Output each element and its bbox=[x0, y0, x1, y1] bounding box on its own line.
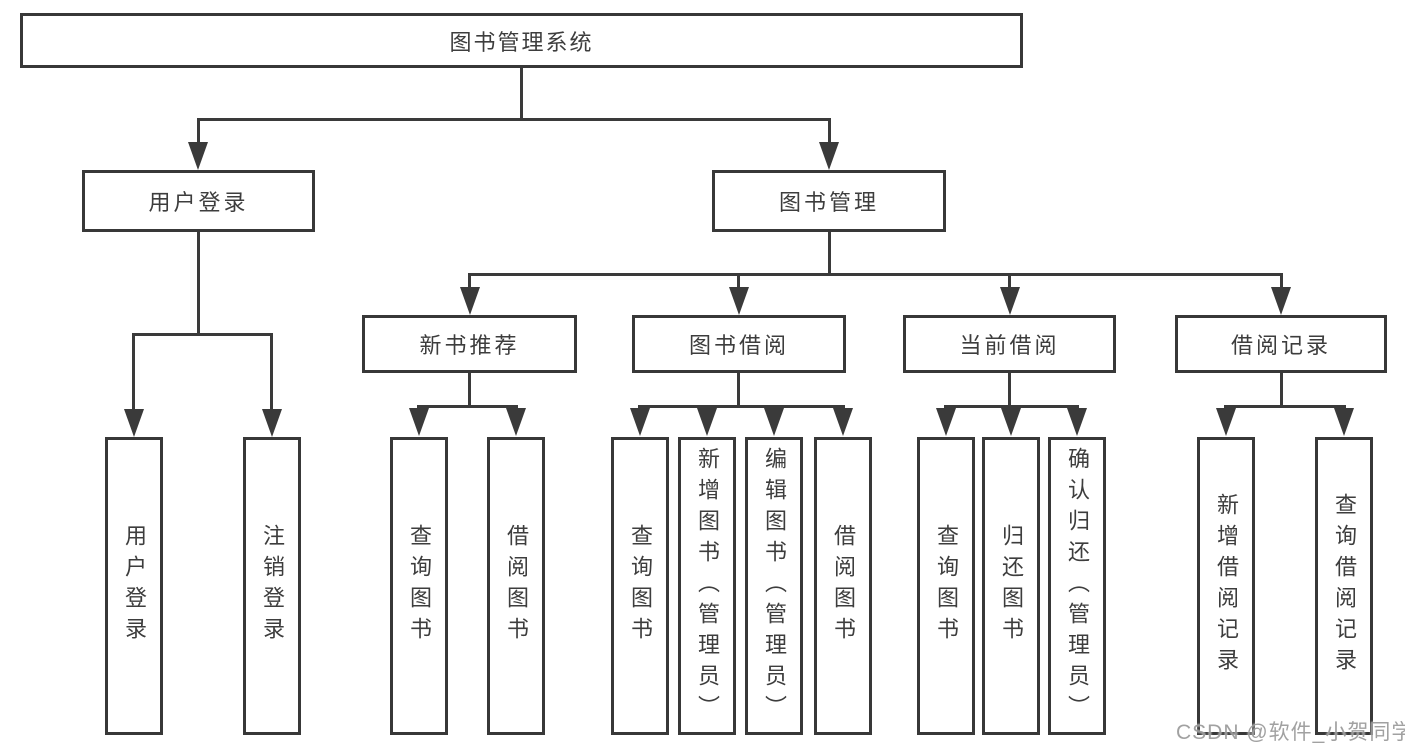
arrow-down-icon bbox=[409, 408, 429, 436]
connector-line bbox=[737, 273, 740, 291]
arrow-down-icon bbox=[1334, 408, 1354, 436]
connector-line bbox=[132, 333, 273, 336]
arrow-down-icon bbox=[729, 287, 749, 315]
node-current-borrow-label: 当前借阅 bbox=[959, 333, 1060, 358]
connector-line bbox=[828, 118, 831, 148]
node-book-management: 图书管理 bbox=[712, 170, 946, 232]
leaf-logout: 注销登录 bbox=[243, 437, 301, 735]
leaf-edit-books-admin: 编辑图书（管理员） bbox=[745, 437, 803, 735]
connector-line bbox=[944, 405, 1079, 408]
arrow-down-icon bbox=[262, 409, 282, 437]
leaf-query-borrow-record: 查询借阅记录 bbox=[1315, 437, 1373, 735]
leaf-add-borrow-record-label: 新增借阅记录 bbox=[1214, 493, 1239, 679]
arrow-down-icon bbox=[764, 408, 784, 436]
connector-line bbox=[1280, 273, 1283, 291]
arrow-down-icon bbox=[1216, 408, 1236, 436]
leaf-logout-label: 注销登录 bbox=[260, 524, 285, 648]
leaf-recommend-borrow-books-label: 借阅图书 bbox=[504, 524, 529, 648]
leaf-recommend-query-books: 查询图书 bbox=[390, 437, 448, 735]
node-book-borrow: 图书借阅 bbox=[632, 315, 846, 373]
arrow-down-icon bbox=[1271, 287, 1291, 315]
connector-line bbox=[132, 333, 135, 413]
node-new-book-recommend-label: 新书推荐 bbox=[419, 333, 520, 358]
leaf-return-books-label: 归还图书 bbox=[999, 524, 1024, 648]
arrow-down-icon bbox=[1001, 408, 1021, 436]
node-user-login-label: 用户登录 bbox=[148, 190, 249, 215]
arrow-down-icon bbox=[124, 409, 144, 437]
leaf-confirm-return-admin-label: 确认归还（管理员） bbox=[1065, 446, 1090, 726]
arrow-down-icon bbox=[460, 287, 480, 315]
node-book-management-label: 图书管理 bbox=[778, 190, 879, 215]
connector-line bbox=[468, 273, 1283, 276]
leaf-add-books-admin: 新增图书（管理员） bbox=[678, 437, 736, 735]
connector-line bbox=[1224, 405, 1346, 408]
leaf-recommend-borrow-books: 借阅图书 bbox=[487, 437, 545, 735]
arrow-down-icon bbox=[1000, 287, 1020, 315]
connector-line bbox=[1008, 273, 1011, 291]
arrow-down-icon bbox=[188, 142, 208, 170]
arrow-down-icon bbox=[697, 408, 717, 436]
leaf-borrow-books-label: 借阅图书 bbox=[831, 524, 856, 648]
connector-line bbox=[468, 273, 471, 291]
arrow-down-icon bbox=[506, 408, 526, 436]
leaf-add-borrow-record: 新增借阅记录 bbox=[1197, 437, 1255, 735]
node-root-label: 图书管理系统 bbox=[449, 29, 594, 55]
leaf-recommend-query-books-label: 查询图书 bbox=[407, 524, 432, 648]
connector-line bbox=[417, 405, 518, 408]
node-new-book-recommend: 新书推荐 bbox=[362, 315, 577, 373]
leaf-user-login-label: 用户登录 bbox=[122, 524, 147, 648]
watermark: CSDN @软件_小贺同学 bbox=[1176, 721, 1405, 744]
connector-line bbox=[1280, 373, 1283, 408]
connector-line bbox=[520, 68, 523, 121]
leaf-borrow-query-books-label: 查询图书 bbox=[628, 524, 653, 648]
connector-line bbox=[197, 232, 200, 336]
connector-line bbox=[468, 373, 471, 408]
leaf-edit-books-admin-label: 编辑图书（管理员） bbox=[762, 446, 787, 726]
leaf-user-login: 用户登录 bbox=[105, 437, 163, 735]
connector-line bbox=[1008, 373, 1011, 408]
arrow-down-icon bbox=[936, 408, 956, 436]
leaf-borrow-books: 借阅图书 bbox=[814, 437, 872, 735]
leaf-return-books: 归还图书 bbox=[982, 437, 1040, 735]
leaf-current-query-books-label: 查询图书 bbox=[934, 524, 959, 648]
connector-line bbox=[828, 232, 831, 276]
node-book-borrow-label: 图书借阅 bbox=[688, 333, 789, 358]
node-current-borrow: 当前借阅 bbox=[903, 315, 1116, 373]
leaf-add-books-admin-label: 新增图书（管理员） bbox=[695, 446, 720, 726]
connector-line bbox=[197, 118, 831, 121]
connector-line bbox=[638, 405, 845, 408]
connector-line bbox=[737, 373, 740, 408]
node-user-login: 用户登录 bbox=[82, 170, 315, 232]
connector-line bbox=[197, 118, 200, 148]
connector-line bbox=[270, 333, 273, 413]
arrow-down-icon bbox=[833, 408, 853, 436]
arrow-down-icon bbox=[1067, 408, 1087, 436]
leaf-borrow-query-books: 查询图书 bbox=[611, 437, 669, 735]
node-borrow-records-label: 借阅记录 bbox=[1230, 333, 1331, 358]
arrow-down-icon bbox=[630, 408, 650, 436]
arrow-down-icon bbox=[819, 142, 839, 170]
node-root: 图书管理系统 bbox=[20, 13, 1023, 68]
node-borrow-records: 借阅记录 bbox=[1175, 315, 1387, 373]
leaf-query-borrow-record-label: 查询借阅记录 bbox=[1332, 493, 1357, 679]
leaf-current-query-books: 查询图书 bbox=[917, 437, 975, 735]
leaf-confirm-return-admin: 确认归还（管理员） bbox=[1048, 437, 1106, 735]
